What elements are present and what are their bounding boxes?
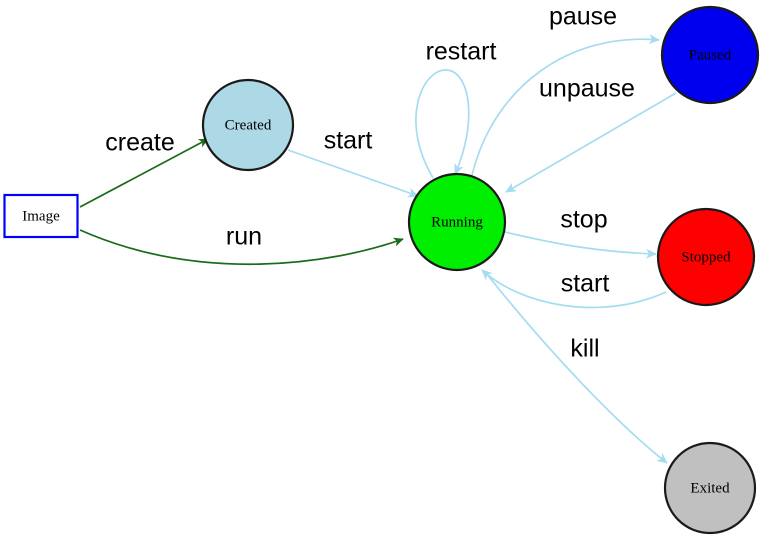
- edge-create: [79, 138, 209, 208]
- node-label-paused: Paused: [689, 47, 732, 63]
- node-label-stopped: Stopped: [681, 249, 731, 265]
- edge-run: [79, 229, 404, 266]
- node-shape-running[interactable]: [407, 172, 507, 272]
- edge-label-stop: stop: [560, 206, 607, 234]
- node-shape-image[interactable]: [3, 193, 79, 239]
- edge-label-create: create: [105, 129, 174, 157]
- edge-label-restart: restart: [426, 38, 497, 66]
- edge-kill: [485, 272, 668, 464]
- edge-label-run: run: [226, 223, 262, 251]
- node-stopped[interactable]: Stopped: [656, 207, 756, 307]
- edge-label-start-stopped: start: [561, 270, 610, 298]
- edge-restart: [415, 69, 470, 179]
- edge-label-unpause: unpause: [539, 75, 635, 103]
- node-label-created: Created: [225, 117, 272, 133]
- node-exited[interactable]: Exited: [663, 441, 757, 535]
- edge-labels-layer: create run start restart pause unpause stop sta…: [105, 3, 635, 363]
- edge-label-kill: kill: [570, 335, 599, 363]
- edge-unpause: [505, 92, 677, 193]
- node-created[interactable]: Created: [201, 78, 295, 172]
- node-shape-paused[interactable]: [660, 5, 760, 105]
- edge-label-pause: pause: [549, 3, 617, 31]
- edges-layer: [79, 34, 677, 464]
- node-image[interactable]: Image: [3, 193, 79, 239]
- node-shape-created[interactable]: [201, 78, 295, 172]
- edge-start-created: [287, 149, 419, 198]
- node-label-exited: Exited: [690, 480, 730, 496]
- edge-pause: [471, 34, 660, 176]
- edge-start-stopped: [481, 269, 667, 309]
- edge-stop: [504, 231, 657, 259]
- node-shape-stopped[interactable]: [656, 207, 756, 307]
- edge-label-start-created: start: [324, 127, 373, 155]
- node-shape-exited[interactable]: [663, 441, 757, 535]
- node-paused[interactable]: Paused: [660, 5, 760, 105]
- node-label-image: Image: [22, 208, 60, 224]
- node-running[interactable]: Running: [407, 172, 507, 272]
- node-label-running: Running: [431, 214, 483, 230]
